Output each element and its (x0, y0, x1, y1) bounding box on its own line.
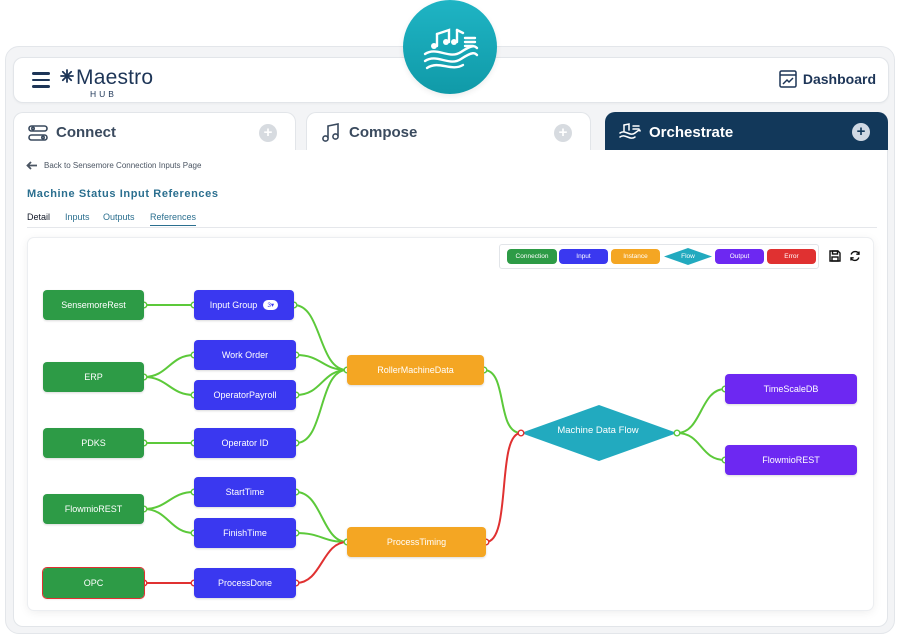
dashboard-icon (779, 70, 797, 88)
node-output-timescaledb[interactable]: TimeScaleDB (725, 374, 857, 404)
dashboard-label: Dashboard (802, 71, 876, 87)
node-input-operatorid[interactable]: Operator ID (194, 428, 296, 458)
node-input-processdone[interactable]: ProcessDone (194, 568, 296, 598)
input-group-count-badge[interactable]: 3▾ (263, 300, 279, 310)
node-connection-pdks[interactable]: PDKS (43, 428, 144, 458)
legend: Connection Input Instance Flow Output Er… (499, 244, 819, 269)
legend-flow: Flow (663, 247, 713, 266)
node-input-starttime[interactable]: StartTime (194, 477, 296, 507)
tab-compose-label: Compose (349, 124, 418, 141)
node-instance-rollermachinedata[interactable]: RollerMachineData (347, 355, 484, 385)
brand-name: Maestro (76, 66, 154, 89)
node-output-flowmiorest[interactable]: FlowmioREST (725, 445, 857, 475)
dashboard-button[interactable]: Dashboard (779, 70, 876, 88)
page-title: Machine Status Input References (27, 188, 219, 200)
tab-orchestrate-label: Orchestrate (649, 123, 734, 141)
legend-error: Error (767, 249, 816, 264)
orchestrate-wave-icon (619, 123, 641, 139)
node-connection-sensemorerest[interactable]: SensemoreRest (43, 290, 144, 320)
node-input-group[interactable]: Input Group 3▾ (194, 290, 294, 320)
refresh-icon[interactable] (849, 250, 861, 262)
add-connect-button[interactable]: + (259, 124, 277, 142)
back-link[interactable]: Back to Sensemore Connection Inputs Page (26, 161, 201, 170)
legend-input: Input (559, 249, 608, 264)
node-connection-erp[interactable]: ERP (43, 362, 144, 392)
legend-flow-diamond (664, 248, 712, 265)
subtab-bar: Detail Inputs Outputs References (27, 212, 877, 228)
legend-instance: Instance (611, 249, 660, 264)
music-note-icon (322, 122, 339, 142)
back-link-label: Back to Sensemore Connection Inputs Page (44, 161, 202, 170)
tab-compose[interactable]: Compose + (306, 112, 591, 152)
connect-icon (28, 124, 48, 141)
node-input-operatorpayroll[interactable]: OperatorPayroll (194, 380, 296, 410)
music-wave-icon (423, 28, 479, 70)
legend-output: Output (715, 249, 764, 264)
node-input-finishtime[interactable]: FinishTime (194, 518, 296, 548)
node-connection-flowmiorest[interactable]: FlowmioREST (43, 494, 144, 524)
tab-connect-label: Connect (56, 124, 116, 141)
node-instance-processtiming[interactable]: ProcessTiming (347, 527, 486, 557)
legend-connection: Connection (507, 249, 557, 264)
legend-flow-label: Flow (681, 253, 695, 260)
subtab-inputs[interactable]: Inputs (65, 212, 90, 222)
node-input-workorder[interactable]: Work Order (194, 340, 296, 370)
node-flow-label[interactable]: Machine Data Flow (557, 425, 639, 436)
save-icon[interactable] (829, 250, 841, 262)
brand-sub: HUB (90, 89, 117, 99)
node-connection-opc[interactable]: OPC (42, 567, 145, 599)
maestro-logo-badge (403, 0, 497, 94)
add-compose-button[interactable]: + (554, 124, 572, 142)
add-orchestrate-button[interactable]: + (852, 123, 870, 141)
subtab-outputs[interactable]: Outputs (103, 212, 135, 222)
arrow-left-icon (26, 161, 37, 170)
hamburger-menu-icon[interactable] (32, 72, 50, 88)
maestro-star-icon (60, 69, 74, 83)
subtab-detail[interactable]: Detail (27, 212, 51, 222)
tab-orchestrate[interactable]: Orchestrate + (605, 112, 888, 152)
node-input-group-label: Input Group (209, 300, 258, 310)
subtab-references[interactable]: References (150, 212, 197, 226)
tab-connect[interactable]: Connect + (13, 112, 296, 152)
